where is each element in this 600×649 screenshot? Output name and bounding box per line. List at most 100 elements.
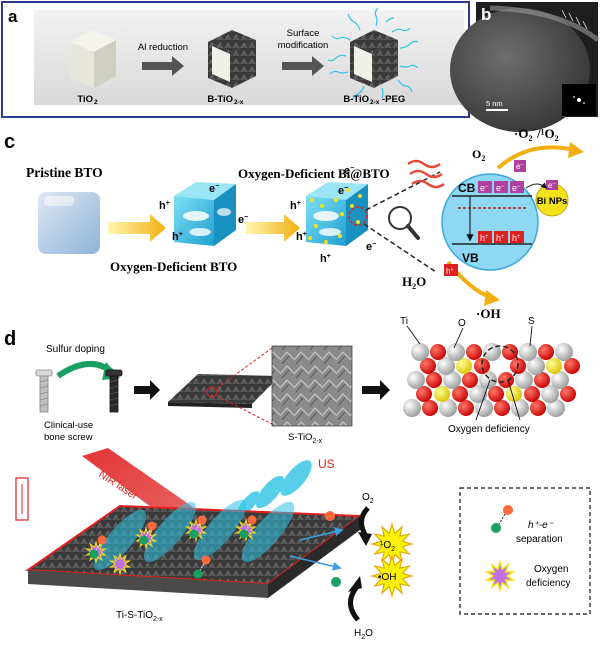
fft-center <box>577 98 581 102</box>
btio2-cube <box>208 30 256 88</box>
o-atom <box>498 372 514 388</box>
sem-image <box>271 345 353 427</box>
label-btio2-sub: 2-x <box>234 99 244 106</box>
label-btio2-peg-sub: 2-x <box>370 99 380 106</box>
panel-a-letter: a <box>8 7 18 26</box>
bi-e-label-2: e− <box>366 241 376 253</box>
pair-link <box>199 563 205 571</box>
label-us: US <box>318 457 335 471</box>
ti-atom <box>475 399 493 417</box>
peg-chains <box>327 7 419 101</box>
legend-deficiency-label: deficiency <box>526 578 570 589</box>
scale-bar-label: 5 nm <box>486 99 503 108</box>
pair-link <box>95 543 101 551</box>
ti-atom <box>555 343 573 361</box>
label-ti: Ti <box>400 316 408 327</box>
ti-atom <box>403 399 421 417</box>
o-atom <box>458 400 474 416</box>
pair-hole <box>193 569 203 579</box>
o-atom <box>430 344 446 360</box>
ti-atom <box>551 371 569 389</box>
o2-reaction-arrow <box>496 145 575 170</box>
tem-edge <box>489 5 600 42</box>
o-atom <box>452 386 468 402</box>
label-d-h2o: H2O <box>354 628 373 641</box>
pair-hole <box>89 549 99 559</box>
ti-atom <box>437 357 455 375</box>
label-tio2-sub: 2 <box>94 99 98 106</box>
o-atom <box>494 400 510 416</box>
label-s-tio2: S-TiO2-x <box>288 432 323 445</box>
arrow-c1 <box>108 214 166 242</box>
label-tio2: TiO <box>77 94 93 105</box>
o-atom <box>462 372 478 388</box>
pair-electron <box>147 521 157 531</box>
ti-atom <box>479 371 497 389</box>
bi-h-label-3: h+ <box>320 253 331 265</box>
od-bto-cube <box>174 182 236 246</box>
bi-np-e: e− <box>548 181 555 190</box>
label-d-oh: •OH <box>378 572 397 583</box>
bi-np-electron <box>546 180 558 190</box>
s-atom <box>546 358 562 374</box>
ti-atom <box>443 371 461 389</box>
o-atom <box>534 372 550 388</box>
pair-electron <box>197 515 207 525</box>
arrow-surface-modification <box>282 56 324 76</box>
s-atom <box>456 358 472 374</box>
hydroxyl-star <box>370 554 414 598</box>
free-hole <box>331 577 341 587</box>
o-atom <box>474 358 490 374</box>
tem-markers <box>561 9 588 30</box>
o-atom <box>502 344 518 360</box>
label-o2: O2 <box>472 147 485 163</box>
od-e-label-2: e− <box>238 214 248 226</box>
bi-e-label-top: e− <box>344 165 354 177</box>
panel-c: c Pristine BTO e− h+ e− h+ Oxygen-Defici… <box>4 125 584 321</box>
o2-e: e− <box>516 162 523 171</box>
od-bi-bto-cube <box>306 182 368 246</box>
label-bi-nps: Bi NPs <box>537 196 568 207</box>
o-atom <box>564 358 580 374</box>
silver-screw <box>35 369 53 413</box>
pristine-bto-cube <box>38 192 100 254</box>
pair-hole <box>189 529 199 539</box>
ti-atom <box>547 399 565 417</box>
bi-h-label-2: h+ <box>296 231 307 243</box>
h2o-hole <box>444 264 458 276</box>
label-al-reduction: Al reduction <box>138 42 188 53</box>
label-od-bi-bto: Oxygen-Deficient Bi@BTO <box>238 166 390 181</box>
pair-electron <box>247 515 257 525</box>
ti-atom <box>447 343 465 361</box>
magnifier-icon <box>388 206 420 240</box>
arrow-d2 <box>362 380 390 400</box>
legend-electron <box>503 505 513 515</box>
panel-b-letter: b <box>481 5 491 24</box>
bi-h-label-1: h+ <box>290 200 301 212</box>
deficiency-star <box>108 552 132 576</box>
o-atom <box>416 386 432 402</box>
label-singlet-o2: ¹O2 <box>380 540 395 553</box>
panel-d: d Sulfur doping Clinical-use bone sc <box>4 316 591 641</box>
legend-eh-label: h⁺-e⁻ <box>528 520 554 531</box>
pair-hole <box>139 535 149 545</box>
od-h-label-2: h+ <box>172 231 183 243</box>
btio2-peg-cube <box>327 7 419 101</box>
label-btio2: B-TiO <box>207 94 233 105</box>
ti-atom <box>411 343 429 361</box>
zoom-line-top <box>365 171 441 211</box>
free-electron <box>325 511 335 521</box>
s-atom <box>506 386 522 402</box>
label-ros: ·O2−/¹O2 <box>514 125 559 143</box>
od-h-label-1: h+ <box>159 200 170 212</box>
o-atom <box>420 358 436 374</box>
label-pristine-bto: Pristine BTO <box>26 165 103 180</box>
pair-link <box>195 523 201 531</box>
pair-link <box>145 529 151 537</box>
black-screw <box>105 369 123 413</box>
ti-atom <box>469 385 487 403</box>
tem-particle <box>450 8 590 132</box>
legend-hole <box>491 523 501 533</box>
rough-surface <box>168 374 280 408</box>
